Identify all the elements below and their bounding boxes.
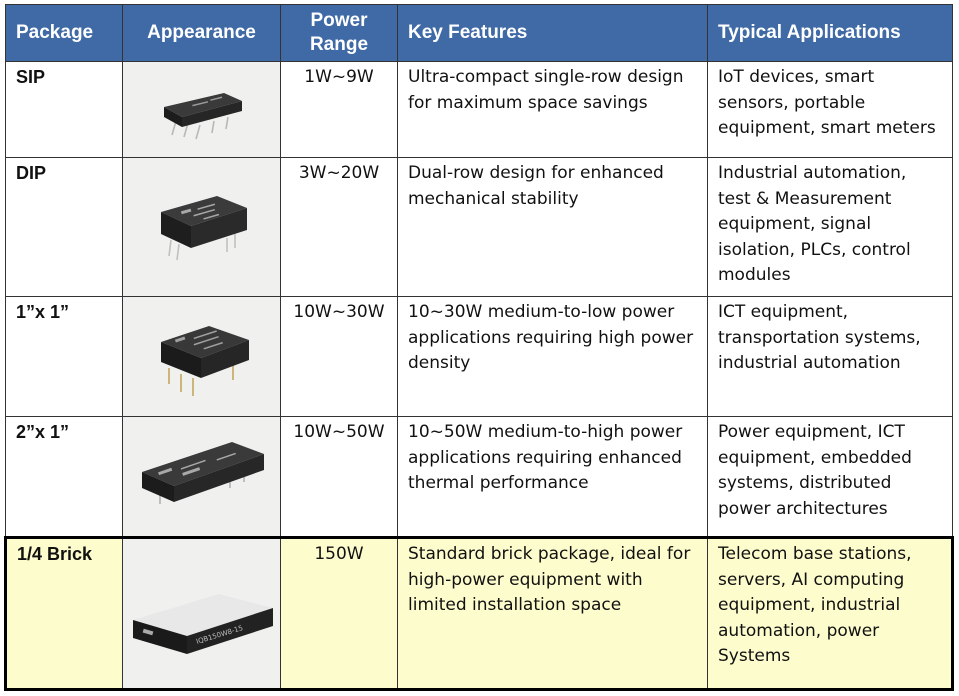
- key-features: Ultra-compact single-row design for maxi…: [397, 61, 708, 158]
- typical-applications: Industrial automation, test & Measuremen…: [707, 157, 953, 297]
- appearance-cell: [122, 296, 281, 417]
- table-row: 1”x 1”: [5, 296, 953, 417]
- typical-applications: IoT devices, smart sensors, portable equ…: [707, 61, 953, 158]
- dip-module-icon: [160, 196, 247, 261]
- key-features: Standard brick package, ideal for high-p…: [397, 536, 708, 691]
- power-range: 10W~50W: [280, 416, 398, 538]
- sip-module-icon: [163, 92, 242, 139]
- table-row-highlighted: 1/4 Brick IQB150W8-15 150W Standard bric…: [4, 536, 954, 691]
- appearance-cell: [122, 416, 281, 538]
- key-features: 10~50W medium-to-high power applications…: [397, 416, 708, 538]
- power-range: 150W: [280, 536, 398, 691]
- typical-applications: Power equipment, ICT equipment, embedded…: [707, 416, 953, 538]
- package-name: 2”x 1”: [5, 416, 123, 538]
- table-row: DIP: [5, 157, 953, 297]
- power-range: 3W~20W: [280, 157, 398, 297]
- key-features: 10~30W medium-to-low power applications …: [397, 296, 708, 417]
- 2x1-module-icon: [141, 441, 264, 504]
- package-name: 1/4 Brick: [4, 536, 123, 691]
- header-appearance: Appearance: [122, 4, 281, 62]
- key-features: Dual-row design for enhanced mechanical …: [397, 157, 708, 297]
- header-package: Package: [5, 4, 123, 62]
- table-row: SIP 1W~9W U: [5, 61, 953, 158]
- table-header-row: Package Appearance Power Range Key Featu…: [5, 4, 953, 62]
- power-range: 10W~30W: [280, 296, 398, 417]
- package-name: 1”x 1”: [5, 296, 123, 417]
- typical-applications: Telecom base stations, servers, AI compu…: [707, 536, 954, 691]
- package-name: DIP: [5, 157, 123, 297]
- table-row: 2”x 1”: [5, 416, 953, 538]
- header-typical-applications: Typical Applications: [707, 4, 953, 62]
- package-comparison-table: Package Appearance Power Range Key Featu…: [4, 4, 954, 691]
- appearance-cell: IQB150W8-15: [122, 536, 281, 691]
- appearance-cell: [122, 157, 281, 297]
- 1x1-module-icon: [160, 325, 249, 396]
- header-key-features: Key Features: [397, 4, 708, 62]
- header-power-range: Power Range: [280, 4, 398, 62]
- quarter-brick-module-icon: IQB150W8-15: [132, 593, 273, 654]
- power-range: 1W~9W: [280, 61, 398, 158]
- typical-applications: ICT equipment, transportation systems, i…: [707, 296, 953, 417]
- appearance-cell: [122, 61, 281, 158]
- package-name: SIP: [5, 61, 123, 158]
